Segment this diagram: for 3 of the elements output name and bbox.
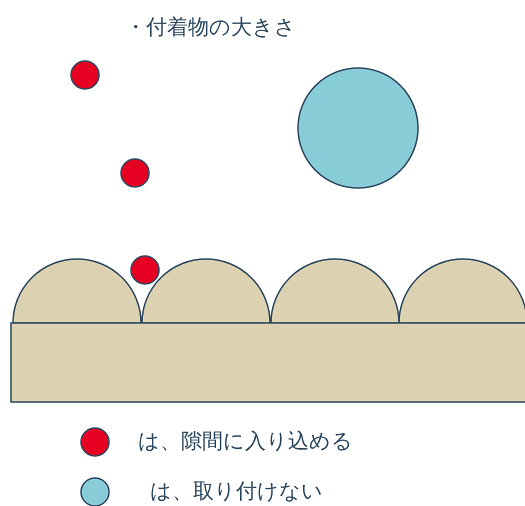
title: ・付着物の大きさ [125, 17, 296, 38]
legend-label: は、隙間に入り込める [138, 431, 353, 452]
legend-label: は、取り付けない [150, 481, 323, 502]
